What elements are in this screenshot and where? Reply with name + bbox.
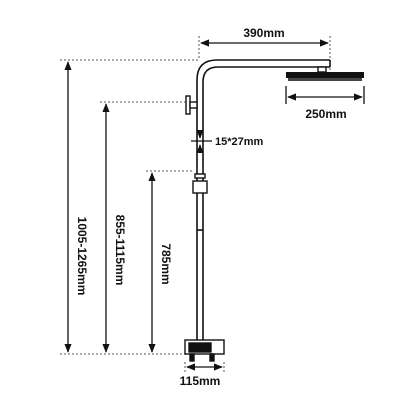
mixer-outlet-left [189,353,195,362]
bracket-height-label: 855-1115mm [113,215,127,286]
mixer-valve [184,339,225,362]
slider-body [192,180,208,194]
riser-outline-outer [196,59,330,340]
riser-outline-inner [202,66,330,340]
slider-height-label: 785mm [159,243,173,284]
bracket-arm [189,101,198,109]
dimension-arrows [64,39,365,371]
head-width-label: 250mm [305,107,346,121]
total-height-label: 1005-1265mm [75,217,89,296]
wall-bracket [185,95,198,115]
shower-head [286,66,364,81]
pipe-section-label: 15*27mm [215,136,264,148]
head-connector [317,66,327,73]
reference-lines [60,36,331,372]
slider-holder [192,173,208,194]
dimension-labels: 390mm 250mm 15*27mm 1005-1265mm 855-1115… [75,26,347,388]
mixer-width-label: 115mm [180,374,221,388]
head-nozzles [288,78,362,81]
mixer-outlet-right [209,353,215,362]
arm-width-label: 390mm [243,26,284,40]
slider-top-cap [194,173,206,179]
mixer-cartridge [188,342,212,353]
shower-riser [196,59,331,340]
head-plate [286,72,364,78]
